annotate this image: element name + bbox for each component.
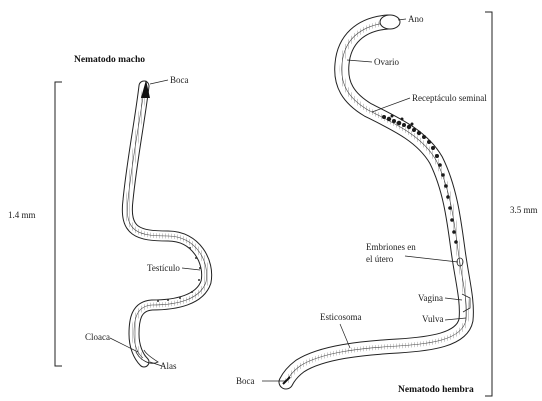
female-tail — [380, 15, 400, 29]
male-label-cloaca: Cloaca — [85, 332, 110, 342]
female-label-esticosoma: Esticosoma — [320, 312, 362, 322]
male-scale-label: 1.4 mm — [8, 210, 36, 220]
female-nematode: 3.5 mm Nematodo hembra — [236, 12, 538, 396]
female-label-vagina: Vagina — [418, 293, 443, 303]
female-label-vulva: Vulva — [422, 314, 443, 324]
male-label-testiculo: Testículo — [147, 263, 180, 273]
female-label-embriones-2: el útero — [366, 254, 394, 264]
female-label-ovario: Ovario — [374, 57, 399, 67]
female-label-receptaculo: Receptáculo seminal — [412, 93, 487, 103]
male-boca-leader — [150, 80, 168, 84]
female-label-boca: Boca — [236, 376, 255, 386]
male-nematode: 1.4 mm Nematodo macho Boca Testículo Clo… — [8, 55, 207, 371]
female-body-outer — [286, 22, 466, 382]
female-embriones-leader — [405, 256, 458, 262]
female-title: Nematodo hembra — [398, 385, 474, 395]
male-title: Nematodo macho — [74, 55, 145, 65]
female-scale-label: 3.5 mm — [510, 205, 538, 215]
female-gut-line — [286, 22, 466, 382]
male-scale-bracket — [55, 82, 62, 366]
female-body-inner — [286, 22, 466, 382]
female-label-ano: Ano — [408, 14, 424, 24]
female-gut — [286, 22, 466, 382]
male-label-alas: Alas — [160, 361, 177, 371]
female-ovario-leader — [347, 60, 372, 62]
male-label-boca: Boca — [170, 75, 189, 85]
male-testiculo-leader — [182, 268, 200, 270]
female-scale-bracket — [485, 12, 492, 396]
female-receptaculo-leader — [372, 98, 410, 112]
female-label-embriones-1: Embriones en — [366, 242, 416, 252]
